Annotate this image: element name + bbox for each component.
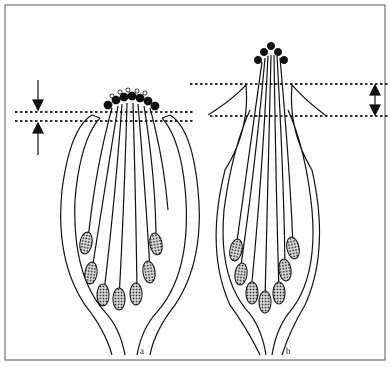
panel-label-b: b	[286, 347, 291, 356]
panel-label-a: a	[140, 347, 144, 356]
receptor-cell-strand	[274, 55, 279, 292]
taste-bud-a	[61, 103, 200, 355]
taste-pore-a	[92, 115, 170, 118]
receptor-cell-strand	[133, 103, 137, 292]
receptor-cell-strand	[104, 104, 122, 292]
reference-lines-a	[15, 112, 195, 121]
displacement-arrow-a	[33, 80, 43, 155]
bud-capsule-b	[223, 110, 313, 355]
figure-frame	[5, 5, 385, 360]
receptor-cell-strand	[277, 56, 285, 270]
receptor-cell-strand	[138, 104, 150, 270]
reference-lines-b	[190, 84, 390, 116]
receptor-cell-strand	[150, 108, 168, 210]
microvilli-a	[104, 88, 159, 110]
nuclei-b	[228, 236, 301, 313]
displacement-arrow-b	[370, 85, 380, 115]
receptor-cell-strand	[92, 106, 118, 270]
receptor-cell-strand	[236, 62, 262, 248]
